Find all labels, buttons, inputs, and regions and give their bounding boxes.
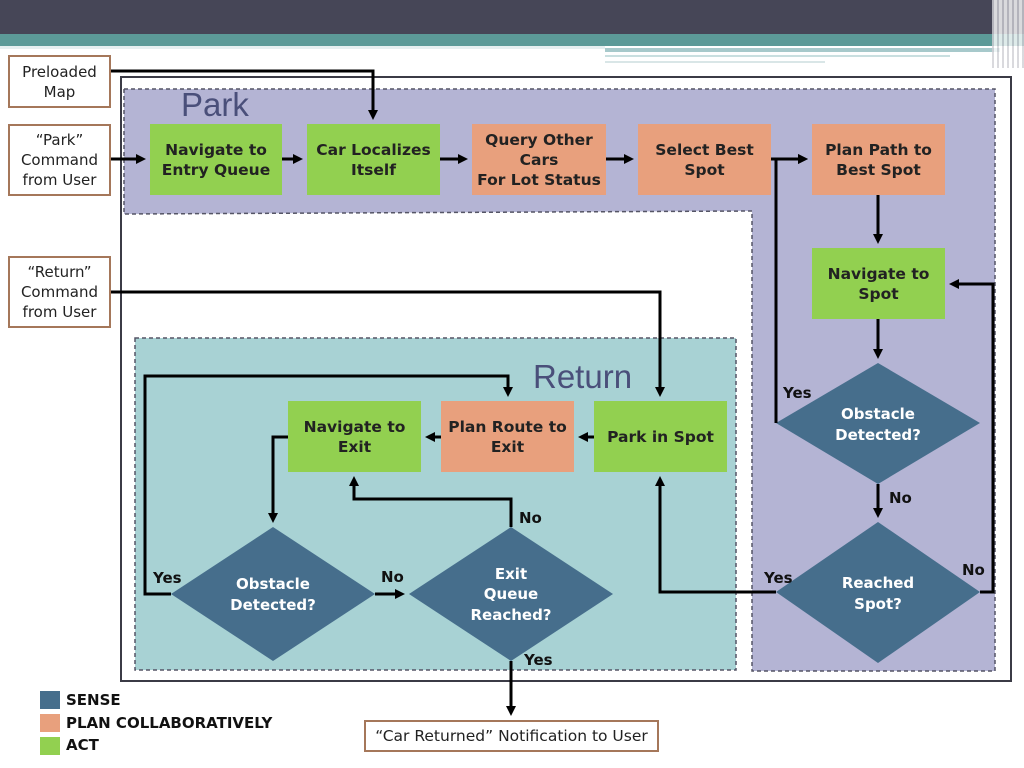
obstacle-return-yes-connector xyxy=(143,374,513,596)
park-command-box: “Park” Command from User xyxy=(8,124,111,196)
no-label: No xyxy=(519,509,542,527)
return-command-connector xyxy=(111,290,665,397)
header-line xyxy=(605,61,825,63)
obstacle-park-line-1: Obstacle xyxy=(841,405,915,423)
exit-queue-no-connector xyxy=(349,476,513,527)
navigate-to-spot-node: Navigate to Spot xyxy=(812,248,945,319)
car-localizes-node: Car Localizes Itself xyxy=(307,124,440,195)
legend-swatch-plan xyxy=(40,714,60,732)
obstacle-return-line-1: Obstacle xyxy=(236,575,310,593)
yes-label: Yes xyxy=(763,569,793,587)
reached-yes-connector xyxy=(655,476,776,594)
plan-path-node: Plan Path to Best Spot xyxy=(812,124,945,195)
reached-spot-diamond xyxy=(776,522,980,663)
query-other-cars-node: Query Other Cars For Lot Status xyxy=(472,124,606,195)
navigate-exit-to-obstacle-connector xyxy=(268,435,288,523)
header-stripes xyxy=(992,0,1024,68)
preloaded-map-box: Preloaded Map xyxy=(8,55,111,108)
park-region-title: Park xyxy=(181,86,249,123)
obstacle-return-line-2: Detected? xyxy=(230,596,316,614)
legend-swatch-sense xyxy=(40,691,60,709)
obstacle-yes-connector xyxy=(774,154,808,423)
navigate-entry-queue-node: Navigate to Entry Queue xyxy=(150,124,282,195)
yes-label: Yes xyxy=(152,569,182,587)
notification-box: “Car Returned” Notification to User xyxy=(364,720,659,752)
legend-swatch-act xyxy=(40,737,60,755)
exit-queue-reached-diamond xyxy=(409,527,613,661)
no-label: No xyxy=(889,489,912,507)
exit-queue-line-2: Queue xyxy=(484,585,538,603)
preloaded-map-connector xyxy=(111,69,378,120)
plan-route-to-exit-node: Plan Route to Exit xyxy=(441,401,574,472)
reached-spot-line-1: Reached xyxy=(842,574,914,592)
park-in-spot-node: Park in Spot xyxy=(594,401,727,472)
no-label: No xyxy=(381,568,404,586)
select-best-spot-node: Select Best Spot xyxy=(638,124,771,195)
header-line xyxy=(605,48,1000,52)
obstacle-park-line-2: Detected? xyxy=(835,426,921,444)
header-pale-line xyxy=(0,46,605,49)
navigate-to-exit-node: Navigate to Exit xyxy=(288,401,421,472)
legend-label-plan: PLAN COLLABORATIVELY xyxy=(66,714,273,732)
return-command-box: “Return” Command from User xyxy=(8,256,111,328)
reached-spot-line-2: Spot? xyxy=(854,595,902,613)
diagram-frame xyxy=(120,76,1012,682)
exit-queue-line-3: Reached? xyxy=(470,606,551,624)
exit-queue-line-1: Exit xyxy=(495,565,527,583)
obstacle-detected-park-diamond xyxy=(776,363,980,484)
no-label: No xyxy=(962,561,985,579)
legend-label-sense: SENSE xyxy=(66,691,121,709)
obstacle-detected-return-diamond xyxy=(171,527,375,661)
header-bar xyxy=(0,0,1024,34)
header-accent-bar xyxy=(0,34,1024,46)
header-line xyxy=(605,55,950,57)
reached-no-connector xyxy=(949,279,995,594)
yes-label: Yes xyxy=(523,651,553,669)
yes-label: Yes xyxy=(782,384,812,402)
legend-label-act: ACT xyxy=(66,736,99,754)
return-region-title: Return xyxy=(533,358,633,395)
